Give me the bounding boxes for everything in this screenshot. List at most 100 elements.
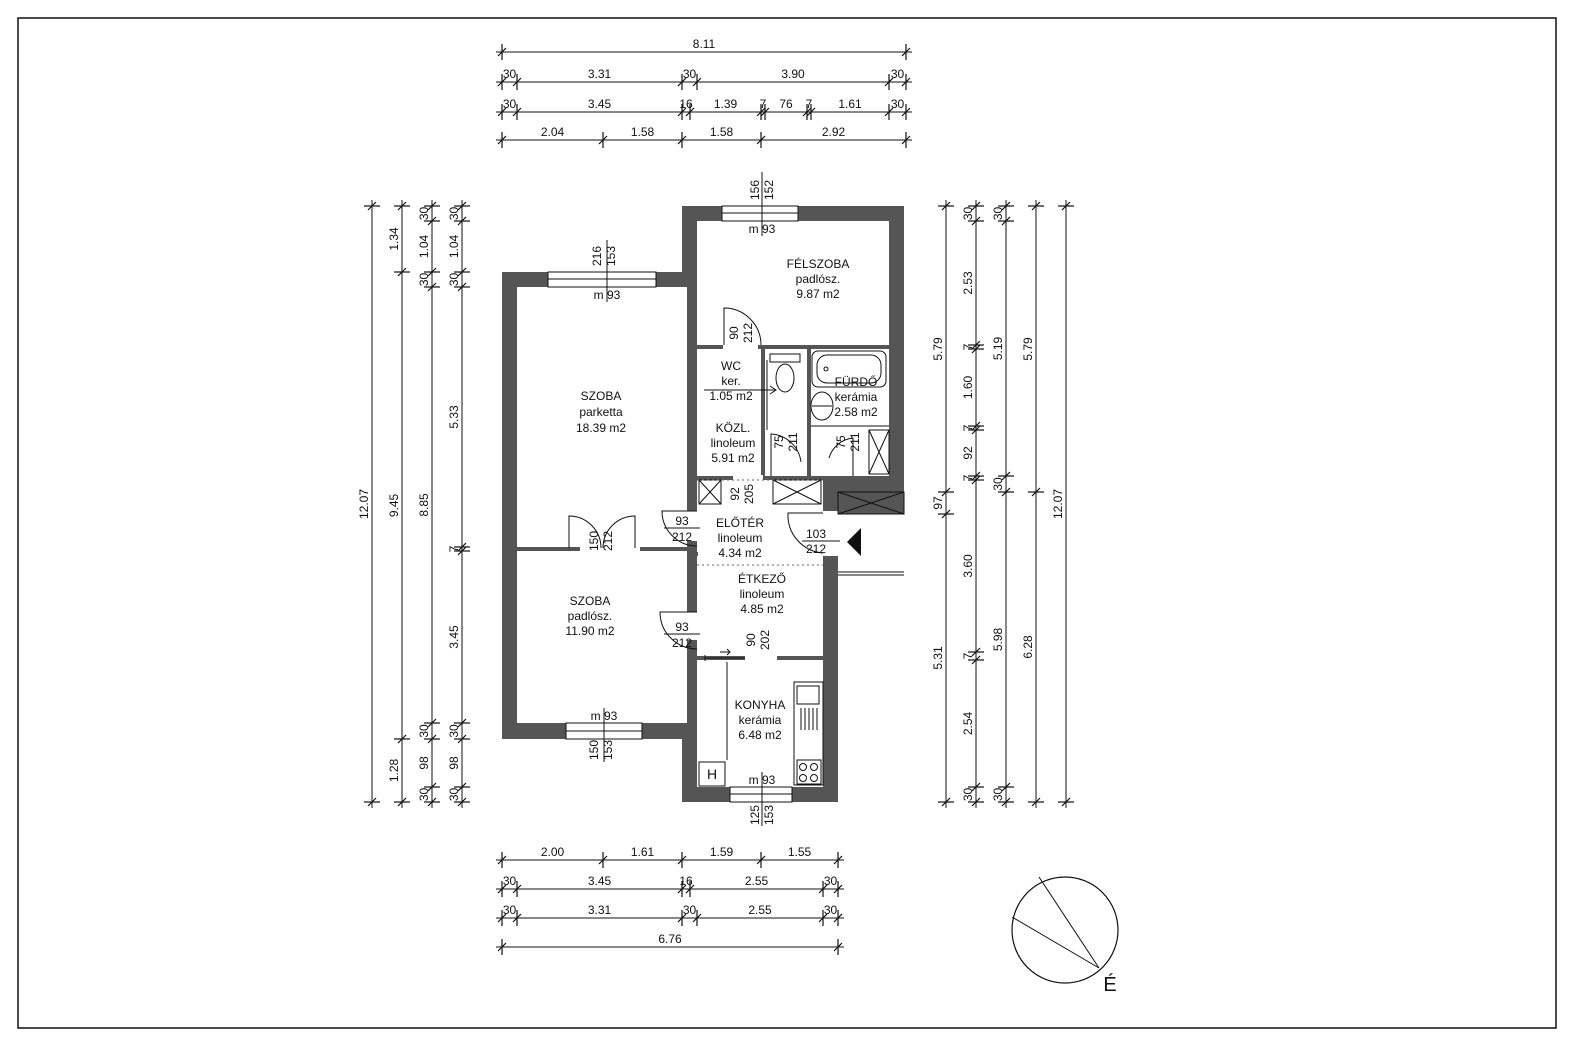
dim-right-1-label: 97 <box>931 496 945 510</box>
chimney-label: H <box>707 766 717 782</box>
dim-bottom-2-label: 3.45 <box>588 874 612 888</box>
room-wc-area: 1.05 m2 <box>709 389 753 403</box>
room-etkezo-floor: linoleum <box>740 587 785 601</box>
room-szoba2-area: 11.90 m2 <box>565 624 614 638</box>
door-felszoba-top: 90 <box>727 326 741 340</box>
dim-left-3-label: 1.04 <box>417 234 431 258</box>
dim-bottom-2-label: 16 <box>679 874 693 888</box>
walls <box>502 206 905 802</box>
dim-top-4-label: 1.58 <box>631 125 655 139</box>
room-wc-floor: ker. <box>721 374 740 388</box>
room-felszoba-area: 9.87 m2 <box>796 287 840 301</box>
dim-right-2-label: 30 <box>961 788 975 802</box>
dim-left-3-label: 30 <box>417 724 431 738</box>
compass: É <box>1011 876 1119 996</box>
compass-circle <box>1011 876 1119 984</box>
dim-top-3-label: 3.45 <box>588 97 612 111</box>
entrance-arrow-icon <box>847 528 861 556</box>
windows <box>547 205 799 803</box>
dim-bottom-4-label: 6.76 <box>658 932 682 946</box>
door-entrance-top: 103 <box>806 527 826 541</box>
window-szoba1-top: 216 <box>590 246 604 266</box>
door-furdo-bottom: 211 <box>848 432 862 451</box>
door-szoba2-bottom: 212 <box>672 636 692 650</box>
room-konyha-floor: kerámia <box>739 713 782 727</box>
window-felszoba-bottom: 152 <box>762 180 776 200</box>
door-kozl-bottom: 205 <box>742 484 756 504</box>
dim-right-5-label: 12.07 <box>1051 489 1065 519</box>
dim-top-2-label: 3.90 <box>781 67 805 81</box>
room-furdo-floor: kerámia <box>835 390 878 404</box>
room-wc-name: WC <box>721 359 741 373</box>
room-etkezo-area: 4.85 m2 <box>740 602 784 616</box>
door-szoba1-bottom: 212 <box>601 531 615 551</box>
room-szoba1-name: SZOBA <box>581 389 622 403</box>
door-eloter-bottom: 212 <box>672 530 692 544</box>
washbasin <box>810 391 834 421</box>
door-szoba2-top: 93 <box>675 620 689 634</box>
dim-left-2-label: 9.45 <box>387 493 401 517</box>
dim-left-3-label: 98 <box>417 756 431 770</box>
dim-left-4-label: 7 <box>447 545 461 552</box>
dim-top-3-label: 1.39 <box>714 97 738 111</box>
dim-right-2-label: 7 <box>961 343 975 350</box>
dim-left-4-label: 98 <box>447 756 461 770</box>
dim-bottom-1-label: 2.00 <box>541 845 565 859</box>
kitchen-counter <box>793 681 824 786</box>
room-furdo-area: 2.58 m2 <box>834 405 878 419</box>
dim-top-3-label: 7 <box>760 97 767 111</box>
room-etkezo-name: ÉTKEZŐ <box>738 571 786 586</box>
door-kozl-top: 92 <box>728 487 742 501</box>
dim-top-2-label: 30 <box>503 67 517 81</box>
room-eloter-area: 4.34 m2 <box>718 546 762 560</box>
room-konyha-area: 6.48 m2 <box>738 728 782 742</box>
room-kozl-floor: linoleum <box>711 436 756 450</box>
door-eloter-top: 93 <box>675 514 689 528</box>
bathtub <box>811 350 887 388</box>
dim-bottom-3-label: 2.55 <box>748 903 772 917</box>
dim-top-2-label: 3.31 <box>588 67 612 81</box>
dim-bottom-1-label: 1.55 <box>788 845 812 859</box>
toilet-bowl <box>775 363 795 393</box>
kitchen-sink <box>796 685 820 705</box>
dim-top-3-label: 16 <box>679 97 693 111</box>
dim-left-4-label: 30 <box>447 724 461 738</box>
dim-top-2-label: 30 <box>891 67 905 81</box>
dim-top-1-label: 8.11 <box>693 37 716 51</box>
room-kozl-name: KÖZL. <box>716 421 751 435</box>
door-konyha-top: 90 <box>744 633 758 647</box>
room-furdo-name: FÜRDŐ <box>835 374 878 389</box>
dim-bottom-1-label: 1.61 <box>631 845 655 859</box>
stove <box>796 759 822 785</box>
dim-right-3-label: 30 <box>991 788 1005 802</box>
dim-right-4-label: 5.79 <box>1021 337 1035 361</box>
door-konyha-bottom: 202 <box>758 630 772 650</box>
compass-north-label: É <box>1103 973 1116 996</box>
dim-right-2-label: 2.54 <box>961 711 975 735</box>
vent-shaft-bath <box>868 429 890 475</box>
room-eloter-floor: linoleum <box>718 531 763 545</box>
opening-labels: m 93 156 152 m 93 216 153 m 93 150 153 m… <box>587 172 862 826</box>
dim-right-2-label: 2.53 <box>961 271 975 295</box>
room-felszoba-floor: padlósz. <box>796 272 841 286</box>
chimney-box <box>698 761 726 787</box>
dim-bottom-3-label: 30 <box>683 903 697 917</box>
dim-right-2-label: 7 <box>961 652 975 659</box>
dim-bottom-1-label: 1.59 <box>710 845 734 859</box>
room-konyha-name: KONYHA <box>735 698 786 712</box>
dim-top-4-label: 2.04 <box>541 125 565 139</box>
dim-bottom-2-label: 30 <box>503 874 517 888</box>
window-szoba1-bottom: 153 <box>604 246 618 266</box>
dim-bottom-2-label: 2.55 <box>745 874 769 888</box>
dim-right-3-label: 5.19 <box>991 336 1005 360</box>
door-szoba1-top: 150 <box>587 531 601 551</box>
dim-left-4-label: 30 <box>447 207 461 221</box>
fixtures: H <box>697 350 890 787</box>
dim-top-4-label: 2.92 <box>822 125 846 139</box>
window-szoba2-top: 150 <box>587 740 601 760</box>
dim-right-3-label: 30 <box>991 207 1005 221</box>
dim-right-2-label: 3.60 <box>961 554 975 578</box>
dim-right-3-label: 30 <box>991 477 1005 491</box>
dim-left-4-label: 3.45 <box>447 625 461 649</box>
